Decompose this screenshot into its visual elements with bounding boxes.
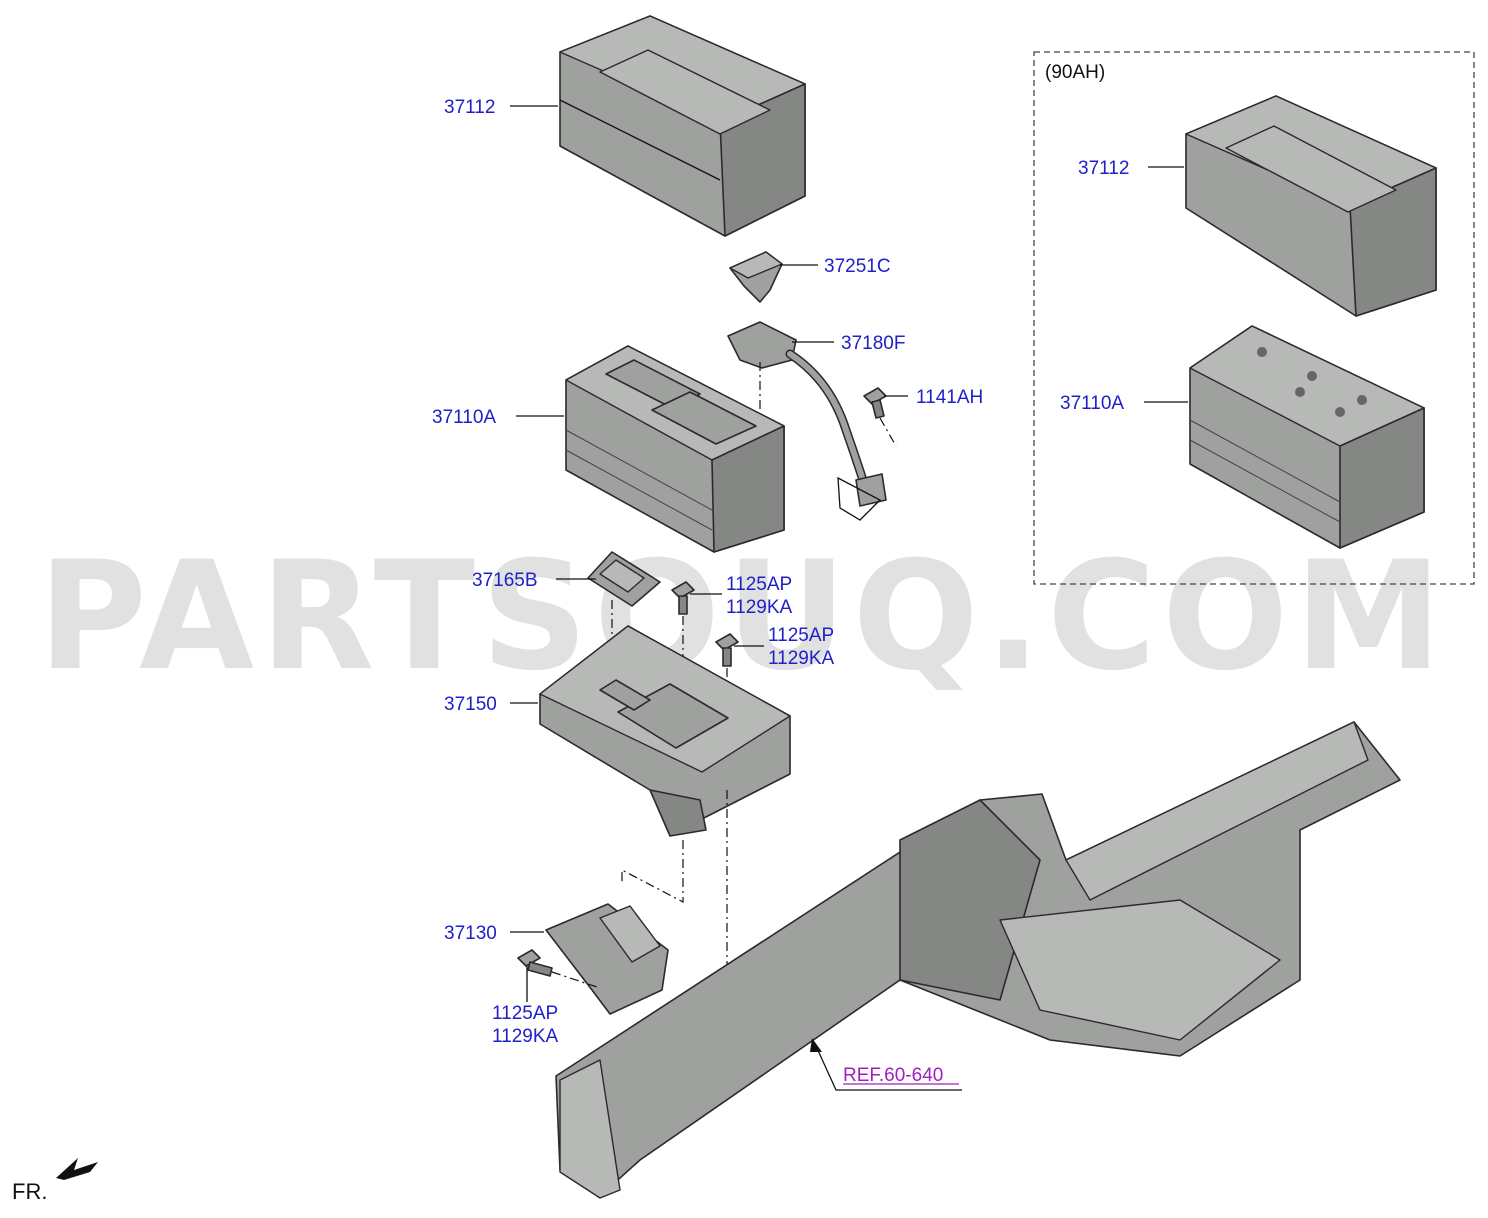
dash-bracket-bolt [551,971,601,989]
label-clamp[interactable]: 37165B [472,570,538,591]
label-reference[interactable]: REF.60-640 [843,1065,943,1086]
battery-tray-part[interactable] [539,625,791,837]
inset-battery-part[interactable] [1189,325,1425,549]
label-tray-bolt-1b[interactable]: 1129KA [726,597,793,618]
battery-clamp-part[interactable] [587,551,661,607]
battery-cable-part[interactable] [727,321,887,507]
cable-mount-outline [837,476,882,521]
label-cable-bolt[interactable]: 1141AH [916,387,983,408]
bracket-bolt-part[interactable] [517,949,553,977]
inset-90ah-box [1033,51,1475,585]
label-cover-main[interactable]: 37112 [444,97,495,118]
tray-bolt-1-part[interactable] [671,581,695,615]
dash-cable-bolt [879,417,897,447]
label-tray-bolt-1a[interactable]: 1125AP [726,574,792,595]
dash-tray-bracket [621,840,684,903]
front-direction-label: FR. [12,1179,47,1204]
battery-cover-part[interactable] [559,15,806,237]
watermark-text: PARTSOUQ.COM [38,530,1448,704]
label-insulator[interactable]: 37251C [824,256,891,277]
label-bracket-bolt-b[interactable]: 1129KA [492,1026,559,1047]
tray-bracket-part[interactable] [545,903,669,1015]
label-battery-main[interactable]: 37110A [432,407,496,428]
cable-bolt-part[interactable] [863,387,887,419]
tray-bolt-2-part[interactable] [715,633,739,667]
front-direction-arrow-icon [56,1158,98,1180]
leader-reference [815,1045,962,1091]
inset-battery-cover-part[interactable] [1185,95,1437,317]
label-battery-inset[interactable]: 37110A [1060,393,1124,414]
label-bracket[interactable]: 37130 [444,923,497,944]
reference-arrow-icon [810,1038,822,1052]
inset-90ah-label: (90AH) [1045,62,1105,83]
battery-part[interactable] [565,345,785,553]
label-cable[interactable]: 37180F [841,333,905,354]
insulator-part[interactable] [729,251,783,303]
vehicle-front-frame-part[interactable] [555,721,1401,1199]
label-tray-bolt-2b[interactable]: 1129KA [768,648,835,669]
label-cover-inset[interactable]: 37112 [1078,158,1129,179]
label-tray[interactable]: 37150 [444,694,497,715]
label-bracket-bolt-a[interactable]: 1125AP [492,1003,558,1024]
label-tray-bolt-2a[interactable]: 1125AP [768,625,834,646]
